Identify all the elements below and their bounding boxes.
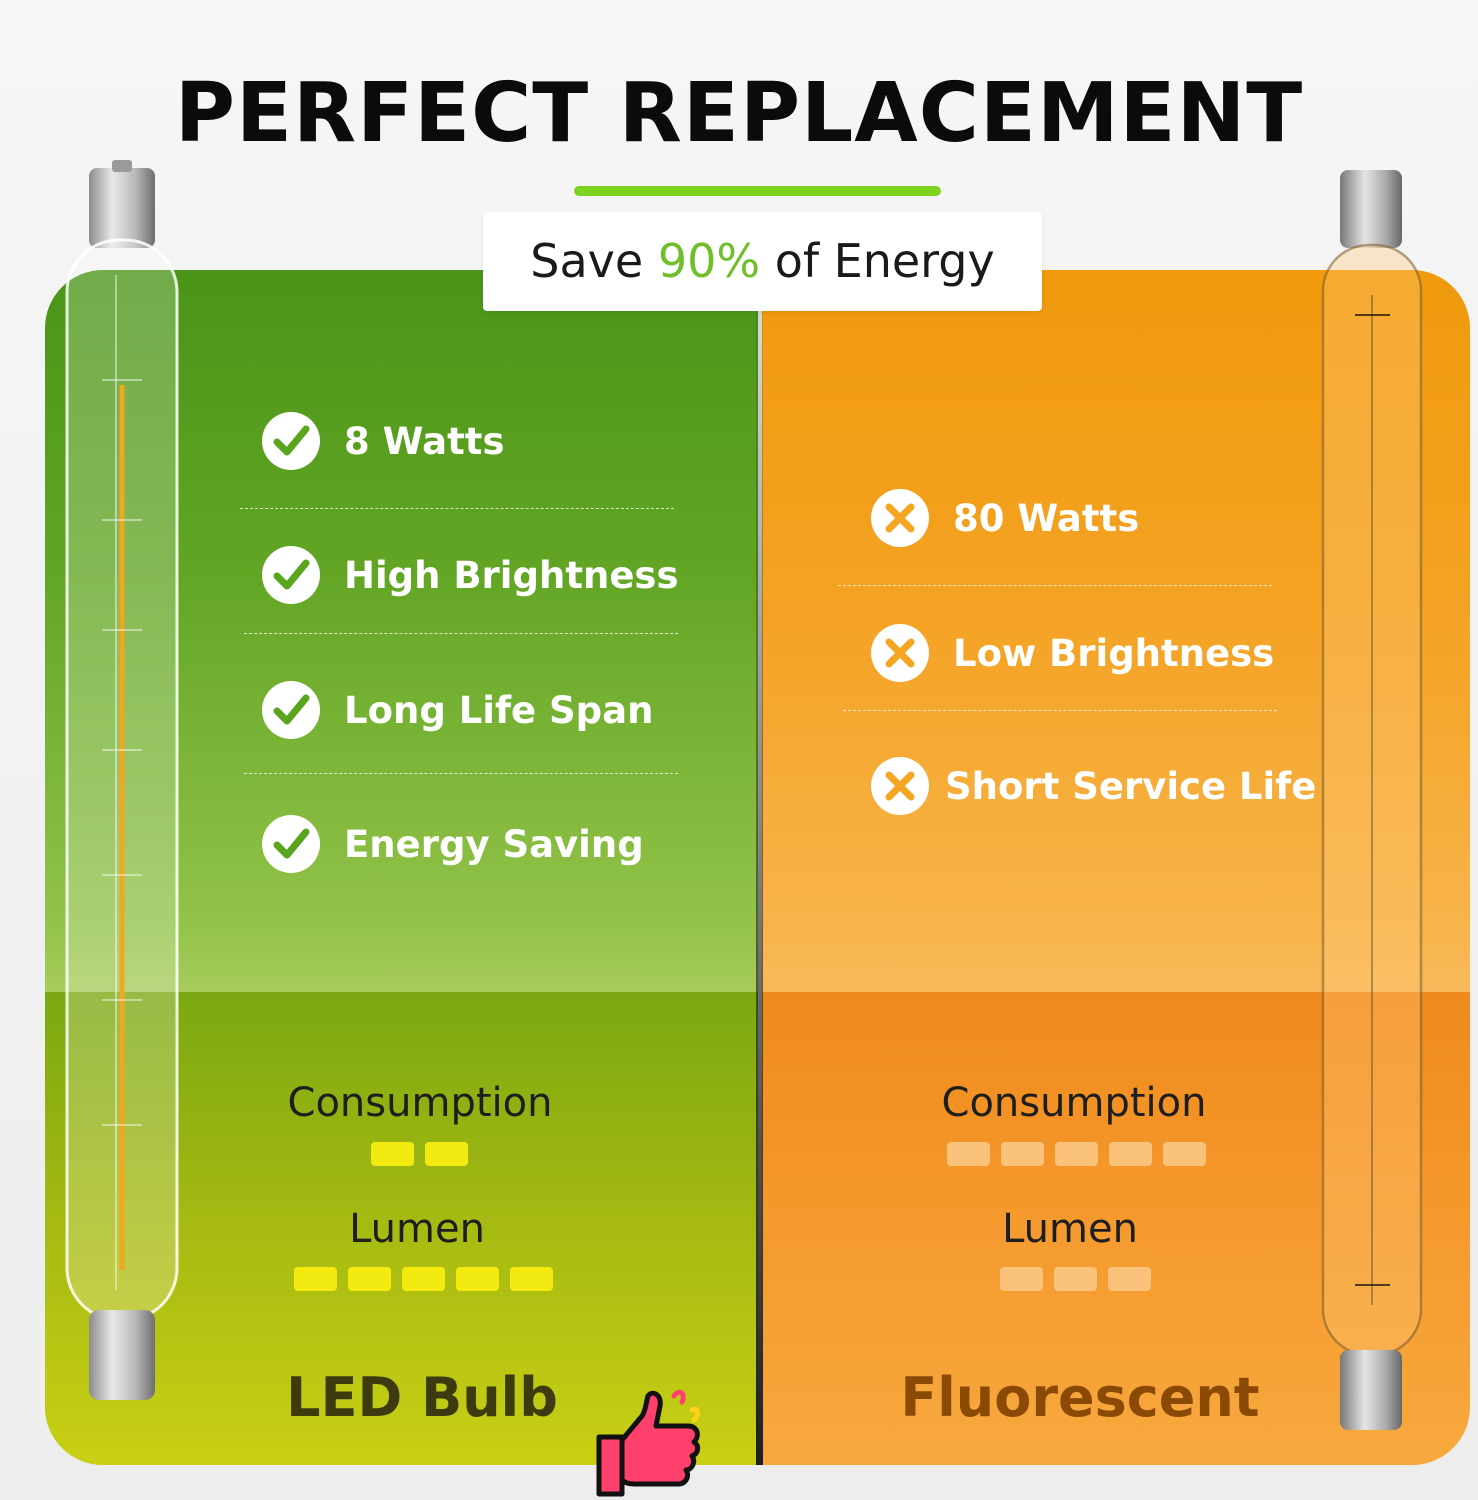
fluorescent-feature-item: 80 Watts	[871, 483, 1139, 553]
divider	[838, 585, 1272, 586]
check-icon	[262, 681, 320, 739]
x-icon	[871, 489, 929, 547]
led-feature-item: High Brightness	[262, 540, 678, 610]
led-bulb-image	[65, 160, 179, 1400]
led-panel-bottom	[45, 992, 758, 1465]
fluorescent-lumen-meter	[1000, 1267, 1151, 1291]
led-feature-label: Long Life Span	[344, 688, 654, 732]
meter-segment	[371, 1142, 414, 1166]
fluorescent-lumen-label: Lumen	[1002, 1206, 1138, 1252]
meter-segment	[1000, 1267, 1043, 1291]
led-feature-label: 8 Watts	[344, 419, 505, 463]
meter-segment	[947, 1142, 990, 1166]
page-title: PERFECT REPLACEMENT	[174, 66, 1304, 161]
fluorescent-feature-label: Short Service Life	[945, 764, 1317, 808]
x-icon	[871, 624, 929, 682]
divider	[843, 710, 1277, 711]
check-icon	[262, 815, 320, 873]
led-feature-label: High Brightness	[344, 553, 679, 597]
fluorescent-feature-item: Short Service Life	[871, 751, 1316, 821]
led-consumption-label: Consumption	[287, 1080, 553, 1126]
meter-segment	[1108, 1267, 1151, 1291]
divider	[240, 508, 674, 509]
led-consumption-meter	[371, 1142, 468, 1166]
fluorescent-feature-item: Low Brightness	[871, 618, 1274, 688]
led-lumen-meter	[294, 1267, 553, 1291]
fluorescent-name: Fluorescent	[900, 1366, 1260, 1429]
led-bulb-name: LED Bulb	[286, 1366, 558, 1429]
subtitle: Save 90% of Energy	[530, 234, 995, 288]
fluorescent-consumption-label: Consumption	[941, 1080, 1207, 1126]
divider	[244, 633, 678, 634]
meter-segment	[1163, 1142, 1206, 1166]
meter-segment	[425, 1142, 468, 1166]
meter-segment	[1054, 1267, 1097, 1291]
x-icon	[871, 757, 929, 815]
comparison-card	[45, 270, 1470, 1465]
title-underline	[574, 186, 941, 196]
meter-segment	[348, 1267, 391, 1291]
panel-divider	[756, 310, 763, 1465]
meter-segment	[402, 1267, 445, 1291]
fluorescent-consumption-meter	[947, 1142, 1206, 1166]
meter-segment	[1001, 1142, 1044, 1166]
led-feature-item: 8 Watts	[262, 406, 504, 476]
led-feature-label: Energy Saving	[344, 822, 644, 866]
fluorescent-feature-label: Low Brightness	[953, 631, 1275, 675]
led-feature-item: Long Life Span	[262, 675, 653, 745]
check-icon	[262, 546, 320, 604]
led-lumen-label: Lumen	[349, 1206, 485, 1252]
thumbs-up-icon	[596, 1389, 701, 1497]
subtitle-box: Save 90% of Energy	[483, 212, 1042, 311]
check-icon	[262, 412, 320, 470]
fluorescent-bulb-image	[1321, 170, 1423, 1430]
fluorescent-feature-label: 80 Watts	[953, 496, 1140, 540]
meter-segment	[456, 1267, 499, 1291]
led-feature-item: Energy Saving	[262, 809, 644, 879]
divider	[244, 773, 678, 774]
meter-segment	[510, 1267, 553, 1291]
subtitle-highlight: 90%	[657, 234, 761, 288]
meter-segment	[1055, 1142, 1098, 1166]
meter-segment	[294, 1267, 337, 1291]
meter-segment	[1109, 1142, 1152, 1166]
